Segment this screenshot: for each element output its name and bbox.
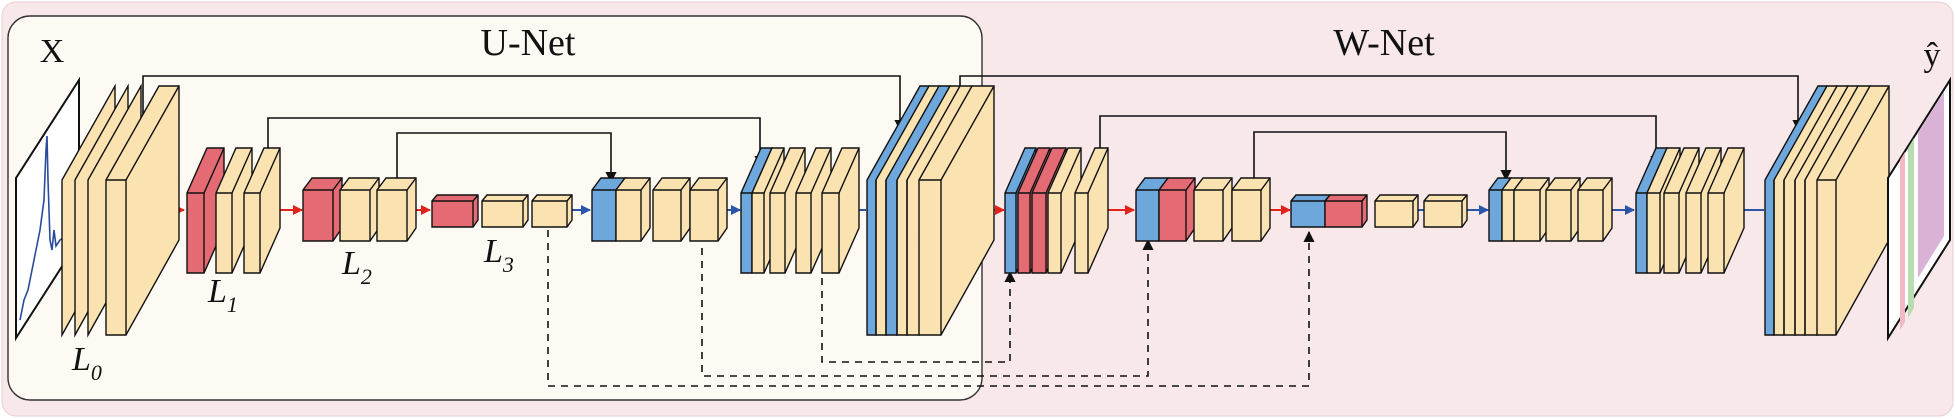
unet-l0-block: [61, 83, 180, 338]
wnet-decoder-l0-block: [1764, 85, 1890, 336]
output-panel: [1887, 76, 1951, 342]
level-labels: L0 L1 L2 L3: [71, 233, 514, 385]
wnet-l3-block: [1290, 194, 1468, 228]
unet-l1-block: [186, 147, 281, 274]
output-label: ŷ: [1924, 37, 1941, 74]
wnet-decoder-l1-block: [1635, 147, 1745, 274]
unet-decoder-l1-block: [740, 147, 860, 274]
wnet-title: W-Net: [1333, 22, 1435, 64]
unet-decoder-l0-block: [866, 85, 995, 336]
unet-l3-block: [431, 194, 573, 228]
level-label-l2: L2: [341, 245, 372, 289]
unet-decoder-l2-block: [591, 177, 728, 242]
wnet-l2-block: [1135, 177, 1271, 242]
level-label-l0: L0: [71, 341, 102, 385]
wnet-decoder-l2-block: [1488, 177, 1613, 242]
level-label-l3: L3: [483, 233, 514, 277]
wnet-l1-block: [1004, 147, 1109, 274]
cross-connections: [547, 230, 1315, 387]
level-label-l1: L1: [207, 273, 238, 317]
unet-title: U-Net: [481, 22, 576, 64]
input-label: X: [40, 33, 65, 70]
unet-l2-block: [302, 177, 417, 242]
